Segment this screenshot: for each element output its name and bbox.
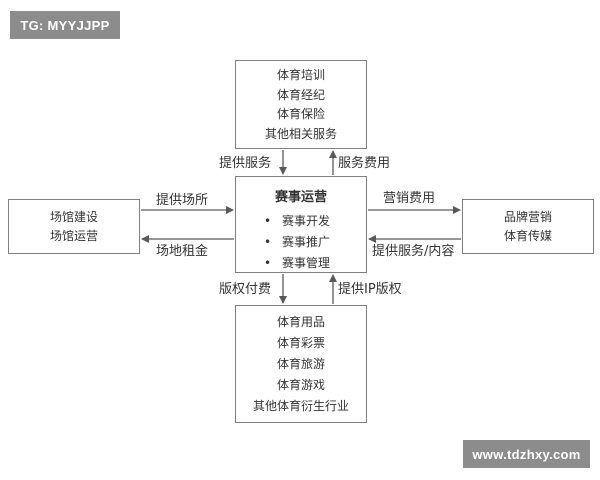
box-derivative-industries: 体育用品 体育彩票 体育旅游 体育游戏 其他体育衍生行业 (235, 305, 367, 423)
center-item-label: 赛事管理 (282, 256, 331, 270)
top-item: 体育培训 (276, 67, 325, 82)
left-item: 场馆建设 (49, 210, 98, 225)
bottom-item: 体育游戏 (276, 377, 325, 392)
center-item-label: 赛事推广 (282, 235, 331, 249)
label-left-to-center: 提供场所 (156, 193, 209, 208)
label-center-to-bottom: 版权付费 (219, 282, 272, 297)
box-related-services: 体育培训 体育经纪 体育保险 其他相关服务 (235, 60, 367, 149)
bottom-item: 体育用品 (276, 315, 325, 330)
watermark-bottom-right: www.tdzhxy.com (463, 440, 590, 468)
bullet-icon: • (264, 235, 272, 249)
right-item: 体育传媒 (503, 228, 552, 243)
right-item: 品牌营销 (503, 210, 552, 225)
watermark-top-left: TG: MYYJJPP (10, 11, 120, 39)
top-item: 体育保险 (276, 107, 325, 122)
center-list-item: • 赛事管理 (264, 253, 330, 274)
center-list: • 赛事开发 • 赛事推广 • 赛事管理 (264, 211, 330, 274)
label-right-to-center: 提供服务/内容 (372, 244, 455, 259)
center-list-item: • 赛事推广 (264, 232, 330, 253)
label-bottom-to-center: 提供IP版权 (338, 282, 402, 297)
label-center-to-left: 场地租金 (156, 244, 209, 259)
center-list-item: • 赛事开发 (264, 211, 330, 232)
left-item: 场馆运营 (49, 228, 98, 243)
center-title: 赛事运营 (274, 190, 327, 205)
box-event-operation: 赛事运营 • 赛事开发 • 赛事推广 • 赛事管理 (235, 176, 367, 273)
label-center-to-right: 营销费用 (383, 191, 436, 206)
center-item-label: 赛事开发 (282, 214, 331, 228)
top-item: 体育经纪 (276, 87, 325, 102)
box-marketing-media: 品牌营销 体育传媒 (462, 199, 594, 254)
box-venue: 场馆建设 场馆运营 (8, 199, 140, 254)
label-top-up: 服务费用 (338, 156, 391, 171)
top-item: 其他相关服务 (264, 127, 337, 142)
bullet-icon: • (264, 256, 272, 270)
bottom-item: 体育旅游 (276, 356, 325, 371)
bottom-item: 其他体育衍生行业 (252, 398, 349, 413)
bullet-icon: • (264, 214, 272, 228)
label-top-down: 提供服务 (219, 156, 272, 171)
bottom-item: 体育彩票 (276, 336, 325, 351)
